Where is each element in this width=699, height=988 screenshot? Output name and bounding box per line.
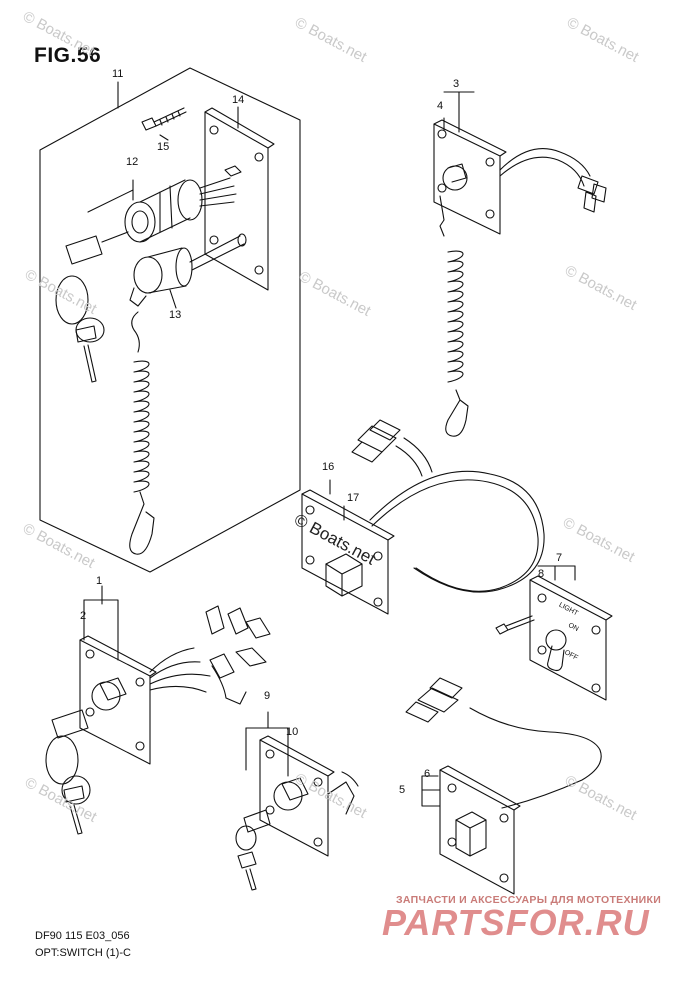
callout-12: 12 — [126, 156, 139, 168]
figure-title: FIG.56 — [34, 44, 102, 67]
promo-tagline: ЗАПЧАСТИ И АКСЕССУАРЫ ДЛЯ МОТОТЕХНИКИ — [396, 894, 662, 906]
figure-caption: OPT:SWITCH (1)-C — [35, 947, 131, 959]
stop-switch-plate-3 — [433, 91, 607, 237]
key-left-bottom — [45, 709, 91, 835]
callout-15: 15 — [157, 141, 170, 153]
key-switch-12 — [87, 165, 242, 243]
callout-8: 8 — [538, 568, 545, 580]
callout-13: 13 — [169, 309, 182, 321]
light-switch-plate-7 — [495, 565, 613, 701]
callout-10: 10 — [286, 726, 299, 738]
promo-logo: PARTSFOR.RU — [382, 902, 650, 943]
key-switch-plate-9 — [235, 711, 359, 891]
lanyard-coil-3 — [445, 250, 469, 437]
callout-16: 16 — [322, 461, 335, 473]
plate-14 — [204, 106, 275, 291]
switch-plate-5 — [405, 677, 602, 895]
callout-5: 5 — [399, 784, 406, 796]
key-left-top — [55, 231, 129, 383]
model-code: DF90 115 E03_056 — [35, 930, 130, 942]
key-switch-plate-1 — [79, 585, 271, 765]
callout-11: 11 — [112, 68, 124, 80]
callout-4: 4 — [437, 100, 444, 112]
callout-14: 14 — [232, 94, 245, 106]
callout-7: 7 — [556, 552, 563, 564]
callout-3: 3 — [453, 78, 460, 90]
switch-plate-16 — [301, 419, 545, 615]
callout-6: 6 — [424, 768, 431, 780]
stop-switch-13 — [129, 233, 247, 353]
callout-1: 1 — [96, 575, 103, 587]
callout-2: 2 — [80, 610, 87, 622]
callout-17: 17 — [347, 492, 360, 504]
screw-15 — [141, 107, 187, 141]
kit-11-frame — [39, 67, 301, 573]
lanyard-coil-13 — [129, 360, 155, 555]
callout-9: 9 — [264, 690, 271, 702]
